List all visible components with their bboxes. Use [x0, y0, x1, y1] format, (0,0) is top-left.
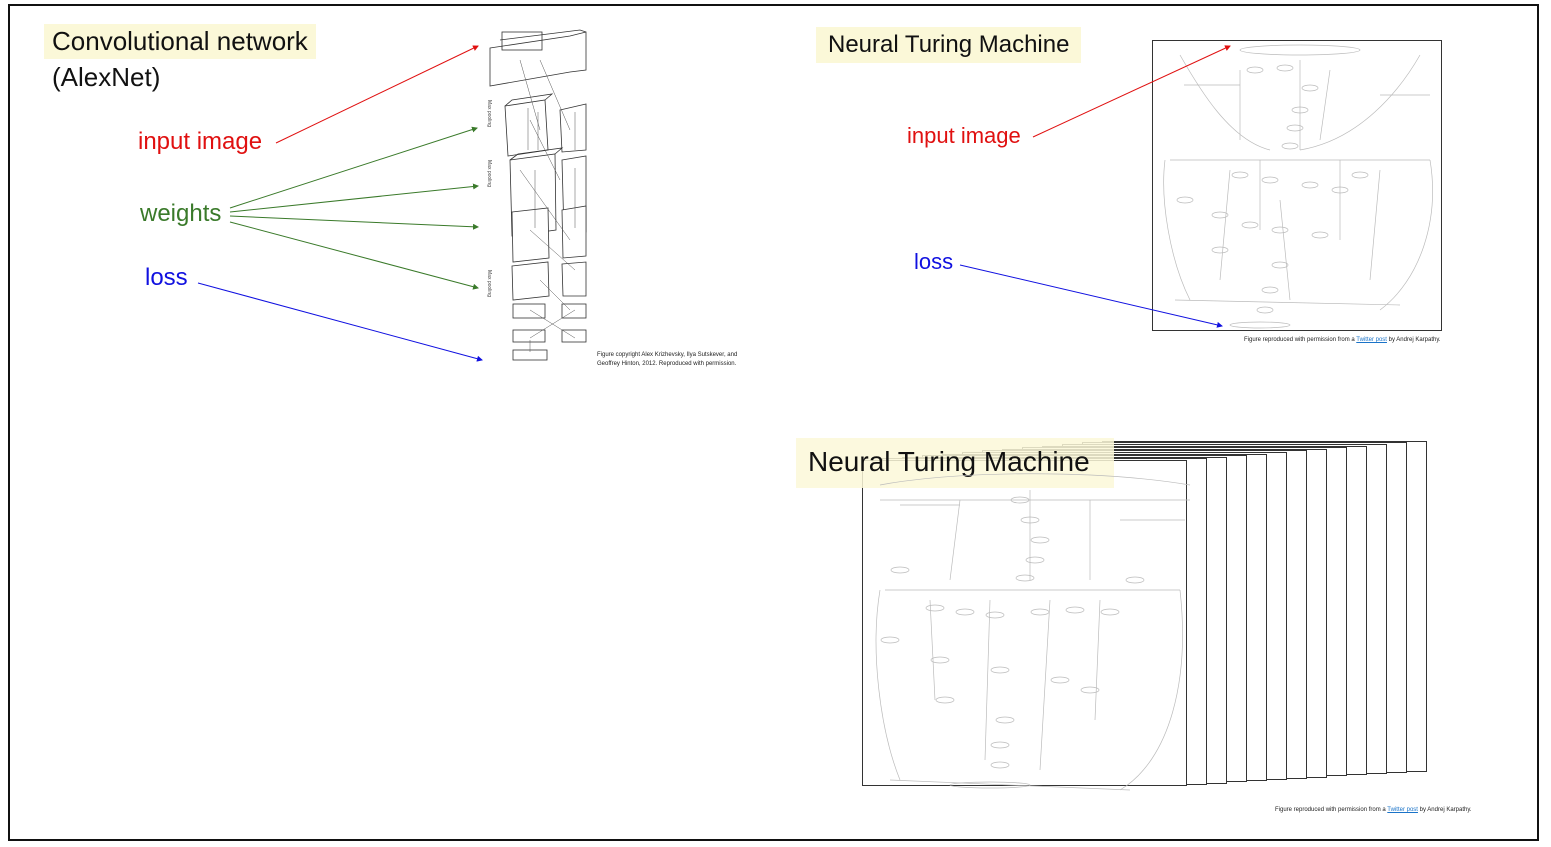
ntm-bottom-credit: Figure reproduced with permission from a… [1275, 806, 1472, 815]
ntm-top-credit-link[interactable]: Twitter post [1356, 337, 1387, 343]
ntm-top-input-image-label: input image [907, 123, 1021, 148]
alexnet-credit: Figure copyright Alex Krizhevsky, Ilya S… [597, 351, 737, 369]
ntm-top-credit: Figure reproduced with permission from a… [1244, 336, 1441, 345]
alexnet-loss-arrow [197, 282, 483, 362]
ntm-bottom-credit-suffix: by Andrej Karpathy. [1417, 807, 1472, 813]
ntm-bottom-title: Neural Turing Machine [796, 438, 1114, 488]
alexnet-title: Convolutional network [44, 24, 316, 59]
alexnet-subtitle: (AlexNet) [52, 62, 161, 92]
alexnet-weights-arrow-4 [229, 221, 479, 290]
ntm-loss-arrow [959, 264, 1223, 328]
alexnet-weights-arrow-1 [229, 126, 478, 209]
alexnet-credit-line1: Figure copyright Alex Krizhevsky, Ilya S… [597, 352, 738, 358]
ntm-bottom-credit-link[interactable]: Twitter post [1387, 807, 1418, 813]
alexnet-input-image-label: input image [138, 128, 263, 155]
ntm-top-title: Neural Turing Machine [816, 27, 1082, 63]
alexnet-architecture-figure: Max pooling Max pooling Max pooling [486, 29, 587, 361]
svg-text:Max pooling: Max pooling [486, 160, 492, 187]
alexnet-credit-line2: Geoffrey Hinton, 2012. Reproduced with p… [597, 361, 737, 367]
alexnet-weights-label: weights [140, 200, 222, 227]
alexnet-weights-arrow-2 [229, 183, 479, 213]
ntm-stack-page [862, 460, 1187, 786]
alexnet-input-arrow [275, 45, 479, 144]
ntm-input-arrow [1032, 45, 1231, 138]
alexnet-weights-arrow-3 [229, 215, 479, 230]
ntm-top-credit-prefix: Figure reproduced with permission from a [1244, 337, 1357, 343]
ntm-top-loss-label: loss [914, 249, 954, 274]
ntm-bottom-credit-prefix: Figure reproduced with permission from a [1275, 807, 1388, 813]
svg-text:Max pooling: Max pooling [486, 270, 492, 297]
ntm-top-credit-suffix: by Andrej Karpathy. [1386, 337, 1441, 343]
svg-text:Max pooling: Max pooling [486, 100, 492, 127]
alexnet-loss-label: loss [145, 264, 188, 291]
